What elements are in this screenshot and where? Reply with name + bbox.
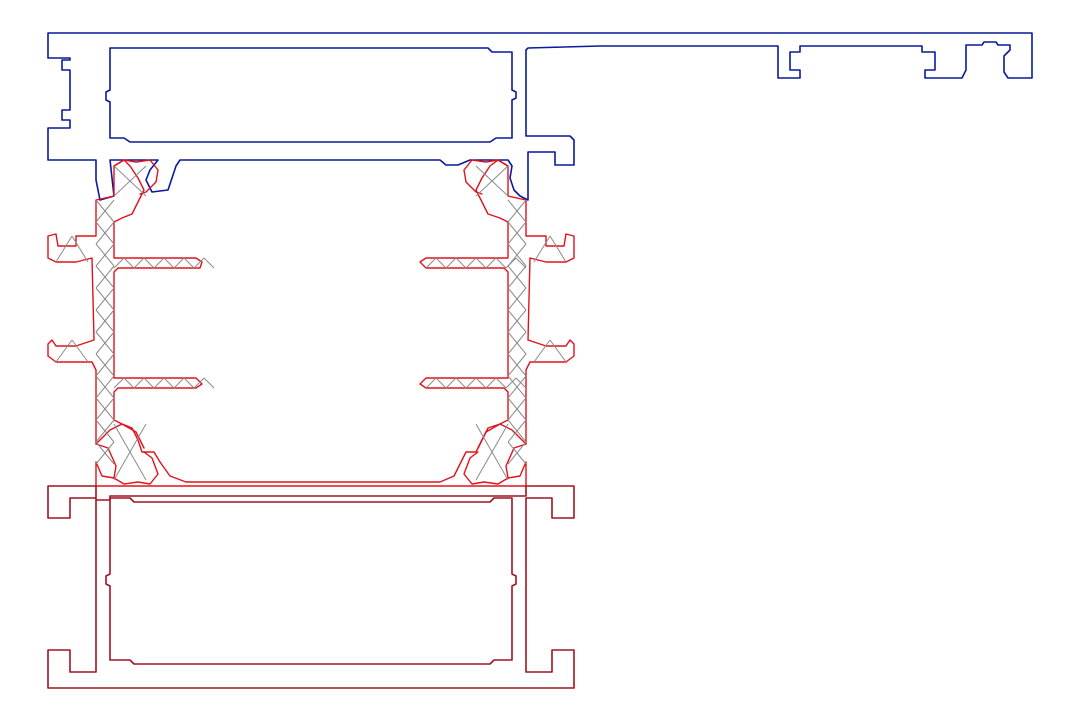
hatch-line xyxy=(95,375,115,399)
hatch-line xyxy=(95,287,115,311)
hatch-line xyxy=(435,377,447,389)
hatch-line xyxy=(163,257,175,269)
hatch-line xyxy=(475,423,509,481)
thermal-break-top-groove-right xyxy=(463,159,509,195)
thermal-break-bottom-groove-right xyxy=(463,451,509,485)
hatch-line xyxy=(173,377,185,389)
hatch-line xyxy=(507,331,527,355)
hatch-line xyxy=(505,257,517,269)
hatch-line xyxy=(123,377,135,389)
thermal-break-bottom-groove-left xyxy=(113,451,159,485)
hatch-line xyxy=(425,257,437,269)
hatch-line xyxy=(465,377,477,389)
hatch-line xyxy=(173,257,185,269)
hatch-line xyxy=(507,265,527,289)
hatch-line xyxy=(485,257,497,269)
hatch-line xyxy=(507,441,527,465)
thermal-break-hatch xyxy=(55,165,567,481)
hatch-line xyxy=(455,377,467,389)
hatch-line xyxy=(495,257,507,269)
hatch-line xyxy=(95,353,115,377)
hatch-line xyxy=(445,377,457,389)
hatch-line xyxy=(193,377,205,389)
hatch-line xyxy=(203,377,215,389)
hatch-line xyxy=(445,257,457,269)
hatch-line xyxy=(95,221,115,245)
hatch-line xyxy=(465,257,477,269)
hatch-line xyxy=(71,235,89,263)
hatch-line xyxy=(55,235,73,263)
hatch-line xyxy=(533,235,551,263)
hatch-line xyxy=(143,257,155,269)
hatch-line xyxy=(505,377,517,389)
hatch-line xyxy=(113,377,125,389)
hatch-line xyxy=(163,377,175,389)
hatch-line xyxy=(515,377,527,389)
hatch-line xyxy=(455,257,467,269)
hatch-line xyxy=(95,419,115,443)
bottom-profile-outer-contour xyxy=(47,485,575,689)
thermal-break-top-groove-left xyxy=(113,159,159,195)
hatch-line xyxy=(507,309,527,333)
bottom-profile xyxy=(47,485,575,689)
hatch-line xyxy=(95,397,115,421)
hatch-line xyxy=(95,331,115,355)
hatch-line xyxy=(549,235,567,263)
hatch-line xyxy=(495,377,507,389)
hatch-line xyxy=(183,257,195,269)
bottom-profile-inner-chamber xyxy=(105,497,517,665)
hatch-line xyxy=(95,265,115,289)
hatch-line xyxy=(95,441,115,465)
hatch-line xyxy=(153,257,165,269)
hatch-line xyxy=(485,377,497,389)
hatch-line xyxy=(507,221,527,245)
hatch-line xyxy=(113,165,147,197)
hatch-line xyxy=(113,257,125,269)
hatch-line xyxy=(95,243,115,267)
hatch-line xyxy=(475,377,487,389)
top-profile xyxy=(47,32,1033,201)
thermal-break xyxy=(47,159,575,487)
hatch-line xyxy=(133,257,145,269)
hatch-line xyxy=(95,309,115,333)
hatch-line xyxy=(153,377,165,389)
hatch-line xyxy=(425,377,437,389)
hatch-line xyxy=(435,257,447,269)
hatch-line xyxy=(475,257,487,269)
hatch-line xyxy=(549,339,567,363)
hatch-line xyxy=(533,339,551,363)
hatch-line xyxy=(515,257,527,269)
top-profile-outer-contour xyxy=(47,32,1033,201)
hatch-line xyxy=(55,339,73,363)
hatch-line xyxy=(507,287,527,311)
hatch-line xyxy=(507,419,527,443)
hatch-line xyxy=(203,257,215,269)
hatch-line xyxy=(143,377,155,389)
hatch-line xyxy=(507,375,527,399)
hatch-line xyxy=(193,257,205,269)
hatch-line xyxy=(183,377,195,389)
top-profile-inner-chamber xyxy=(105,47,517,143)
hatch-line xyxy=(507,199,527,223)
thermal-break-contour xyxy=(47,159,575,487)
hatch-line xyxy=(507,353,527,377)
hatch-line xyxy=(95,199,115,223)
hatch-line xyxy=(133,377,145,389)
hatch-line xyxy=(507,397,527,421)
hatch-line xyxy=(113,423,147,481)
hatch-line xyxy=(71,339,89,363)
hatch-line xyxy=(123,257,135,269)
hatch-line xyxy=(475,165,509,197)
